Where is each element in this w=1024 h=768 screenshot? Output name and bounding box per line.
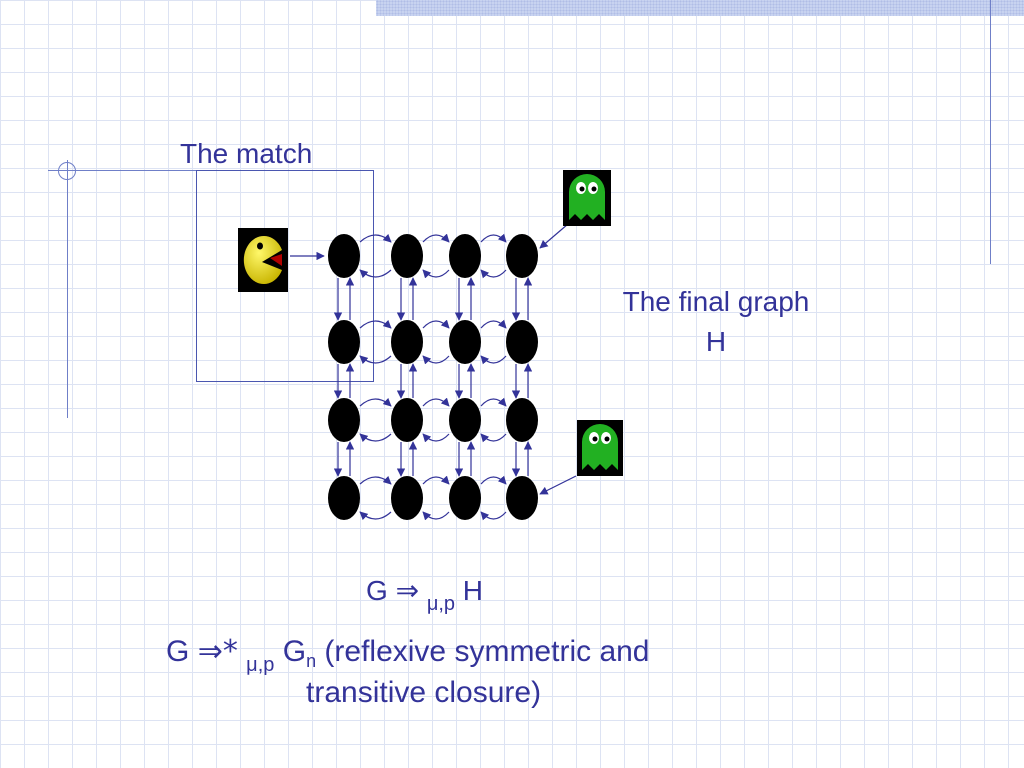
- match-box: [196, 170, 374, 382]
- edge-backward: [480, 433, 507, 443]
- graph-node: [506, 398, 538, 442]
- left-rule: [67, 160, 68, 418]
- equation-closure-line2: transitive closure): [306, 676, 542, 709]
- edge-forward: [480, 397, 507, 407]
- graph-node: [328, 476, 360, 520]
- edge-forward: [480, 233, 507, 243]
- eq1-subscript: μ,p: [426, 593, 456, 615]
- eq2-lhs: G: [166, 635, 190, 668]
- graph-edges: [333, 233, 533, 521]
- graph-node: [449, 234, 481, 278]
- edge-backward: [480, 511, 507, 521]
- edge-backward: [359, 269, 392, 279]
- title-band-decoration: [376, 0, 1024, 16]
- graph-node: [449, 398, 481, 442]
- ghost-icon: [577, 420, 623, 476]
- edge-backward: [359, 433, 392, 443]
- eq2-target-subscript: n: [306, 651, 317, 671]
- edge-forward: [359, 475, 392, 485]
- graph-node: [391, 320, 423, 364]
- ghost-icon: [563, 170, 611, 226]
- graph-nodes: [328, 234, 538, 520]
- eq1-lhs: G: [366, 575, 388, 606]
- ghost-bottom-arrow: [539, 475, 577, 495]
- equation-one-step: G ⇒ μ,p H: [366, 574, 483, 616]
- edge-backward: [480, 269, 507, 279]
- graph-node: [449, 476, 481, 520]
- edge-forward: [480, 475, 507, 485]
- match-label: The match: [180, 138, 313, 169]
- edge-backward: [359, 511, 392, 521]
- edge-backward: [480, 355, 507, 365]
- edge-forward: [359, 397, 392, 407]
- graph-node: [328, 234, 360, 278]
- edge-forward: [359, 233, 392, 243]
- edge-forward: [422, 319, 450, 329]
- double-arrow-star-icon: ⇒*: [197, 634, 238, 669]
- graph-node: [391, 234, 423, 278]
- eq2-target: G: [282, 635, 307, 668]
- double-arrow-icon: ⇒: [395, 574, 420, 607]
- edge-backward: [422, 511, 450, 521]
- pacman-icon: [238, 228, 288, 292]
- graph-node: [449, 320, 481, 364]
- graph-node: [506, 476, 538, 520]
- ghost-top-arrow: [539, 223, 569, 249]
- graph-node: [506, 234, 538, 278]
- graph-node: [328, 320, 360, 364]
- equation-closure: G ⇒* μ,p Gn (reflexive symmetric and: [166, 634, 650, 677]
- graph-node: [328, 398, 360, 442]
- edge-forward: [422, 397, 450, 407]
- eq2-subscript: μ,p: [246, 654, 275, 676]
- final-graph-label: The final graph H: [580, 282, 852, 362]
- eq2-text-line1: (reflexive symmetric and: [316, 635, 650, 668]
- top-rule: [48, 170, 244, 171]
- edge-backward: [422, 269, 450, 279]
- edge-backward: [422, 355, 450, 365]
- edge-forward: [422, 475, 450, 485]
- edge-backward: [359, 355, 392, 365]
- final-graph-line2: H: [705, 326, 727, 357]
- crosshair-decoration: [58, 162, 76, 180]
- edge-forward: [480, 319, 507, 329]
- right-rule: [990, 0, 991, 264]
- graph-node: [391, 398, 423, 442]
- eq1-rhs: H: [462, 575, 484, 606]
- final-graph-line1: The final graph: [622, 286, 810, 317]
- graph-node: [391, 476, 423, 520]
- graph-node: [506, 320, 538, 364]
- edge-forward: [359, 319, 392, 329]
- edge-backward: [422, 433, 450, 443]
- edge-forward: [422, 233, 450, 243]
